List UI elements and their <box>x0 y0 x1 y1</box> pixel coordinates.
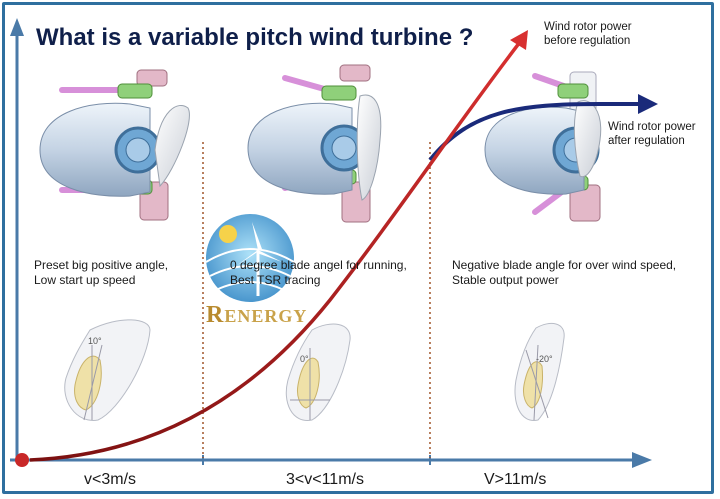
logo-rest: ENERGY <box>224 306 308 326</box>
label-before-line2: before regulation <box>544 35 631 47</box>
blade-angle-label-1: 10° <box>88 336 102 346</box>
blade-section-1 <box>64 319 151 421</box>
speed-label-2: 3<v<11m/s <box>286 471 364 488</box>
power-curve-before-regulation <box>29 40 522 462</box>
renergy-logo <box>205 214 295 302</box>
turbine-hub-1 <box>39 69 190 221</box>
stage-1-description: Preset big positive angle, Low start up … <box>34 258 168 288</box>
slide-frame <box>2 2 714 494</box>
stage-2-desc-line1: 0 degree blade angel for running, <box>230 258 407 272</box>
power-curve-before-arrowhead <box>510 30 528 50</box>
blade-angle-label-3: -20° <box>536 354 553 364</box>
speed-label-1: v<3m/s <box>84 471 137 488</box>
label-after-line2: after regulation <box>608 135 685 147</box>
logo-wordmark: RENERGY <box>206 302 307 329</box>
blade-section-3 <box>514 322 565 421</box>
stage-2-description: 0 degree blade angel for running, Best T… <box>230 258 407 288</box>
label-after-regulation: Wind rotor power after regulation <box>608 120 696 148</box>
logo-initial: R <box>206 302 225 328</box>
stage-3-description: Negative blade angle for over wind speed… <box>452 258 676 288</box>
stage-3-desc-line1: Negative blade angle for over wind speed… <box>452 258 677 272</box>
stage-1-desc-line2: Low start up speed <box>34 273 136 287</box>
power-curve-after-arrowhead <box>638 94 658 114</box>
label-after-line1: Wind rotor power <box>608 121 696 133</box>
x-axis <box>10 452 652 468</box>
label-before-line1: Wind rotor power <box>544 21 632 33</box>
speed-label-3: V>11m/s <box>484 471 547 488</box>
blade-section-2 <box>285 323 351 421</box>
blade-angle-label-2: 0° <box>300 354 309 364</box>
y-axis <box>10 18 24 460</box>
origin-point <box>15 453 29 467</box>
turbine-hub-2 <box>247 64 382 223</box>
stage-2-desc-line2: Best TSR tracing <box>230 273 321 287</box>
label-before-regulation: Wind rotor power before regulation <box>544 20 632 48</box>
diagram-title: What is a variable pitch wind turbine ? <box>36 24 474 51</box>
stage-1-desc-line1: Preset big positive angle, <box>34 258 169 272</box>
stage-3-desc-line2: Stable output power <box>452 273 559 287</box>
turbine-hub-3 <box>484 71 602 222</box>
